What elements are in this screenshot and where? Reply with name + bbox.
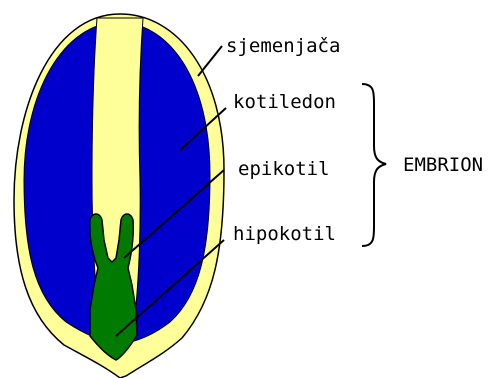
label-epicotyl: epikotil <box>238 158 330 180</box>
label-embryo: EMBRION <box>403 154 483 176</box>
label-cotyledon: kotiledon <box>233 91 336 113</box>
embryo-brace <box>362 84 386 246</box>
label-seed-coat: sjemenjača <box>226 35 340 57</box>
label-hypocotyl: hipokotil <box>233 223 336 245</box>
leader-line-seed-coat <box>198 46 222 76</box>
